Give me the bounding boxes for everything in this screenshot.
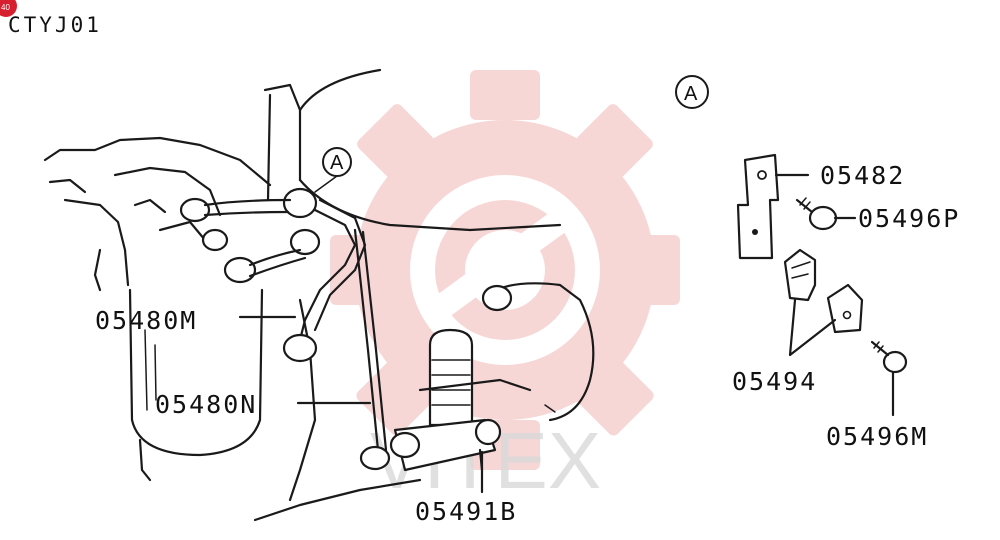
detail-marker-a-drawing: A [322, 147, 352, 177]
part-label-05480N: 05480N [155, 390, 257, 419]
detail-a-parts-drawing [736, 153, 908, 374]
part-label-05496P: 05496P [858, 204, 960, 233]
part-label-05494: 05494 [732, 367, 817, 396]
detail-marker-a-header: A [675, 75, 709, 109]
corner-badge-text: 40 [1, 3, 10, 12]
part-label-05482: 05482 [820, 161, 905, 190]
detail-marker-a-header-text: A [684, 83, 698, 105]
leader-05494 [788, 298, 837, 357]
part-label-05496M: 05496M [826, 422, 928, 451]
diagram-code: CTYJ01 [8, 13, 102, 37]
fuel-line-assembly-drawing [43, 68, 595, 522]
part-label-05491B: 05491B [415, 497, 517, 526]
detail-marker-a-drawing-text: A [330, 152, 344, 174]
part-label-05480M: 05480M [95, 306, 197, 335]
corner-badge: 40 [0, 0, 17, 17]
